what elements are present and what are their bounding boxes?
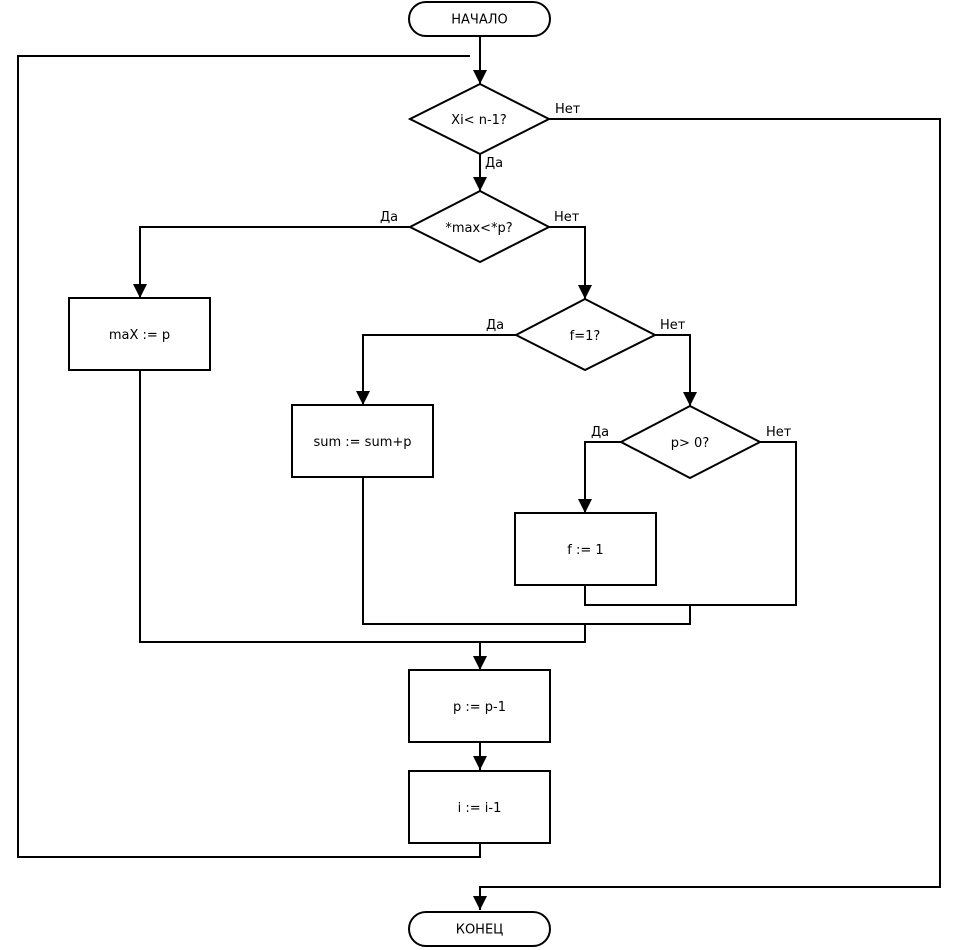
- end-terminal: [408, 911, 551, 947]
- assign-i-box: [408, 770, 551, 844]
- cond-x-label: Xi< n-1?: [451, 113, 507, 128]
- assign-i-label: i := i-1: [458, 801, 502, 816]
- cond-p-diamond: [618, 404, 763, 480]
- cond-p-label: p> 0?: [671, 436, 709, 451]
- cond-f1-no-label: Нет: [660, 318, 686, 333]
- node-cond-max: *max<*p?: [407, 189, 552, 264]
- cond-f1-yes-label: Да: [486, 318, 504, 333]
- node-cond-f1: f=1?: [513, 297, 658, 372]
- assign-max-box: [68, 297, 211, 371]
- flow-merge-sum: [139, 370, 586, 643]
- assign-max-label: maX := p: [109, 328, 170, 343]
- flow-cond-f1-no: [655, 334, 697, 406]
- cond-max-label: *max<*p?: [445, 221, 512, 236]
- flow-cond-x-no: [473, 118, 941, 910]
- assign-sum-box: [291, 404, 434, 478]
- node-assign-p: p := p-1: [408, 669, 551, 743]
- flow-cond-p-no: [584, 441, 797, 606]
- node-assign-i: i := i-1: [408, 770, 551, 844]
- assign-f-box: [514, 512, 657, 586]
- cond-f1-label: f=1?: [570, 329, 601, 344]
- node-assign-sum: sum := sum+p: [291, 404, 434, 478]
- flow-cond-f1-yes: [356, 334, 516, 405]
- cond-max-yes-label: Да: [380, 210, 398, 225]
- cond-p-yes-label: Да: [591, 425, 609, 440]
- assign-p-label: p := p-1: [453, 700, 506, 715]
- node-cond-p: p> 0?: [618, 404, 763, 480]
- cond-max-diamond: [407, 189, 552, 264]
- cond-p-no-label: Нет: [766, 425, 792, 440]
- flow-loop-back: [17, 55, 481, 858]
- edge-labels: Нет Да Да Нет Да Нет Да Нет: [380, 102, 792, 440]
- node-cond-x: Xi< n-1?: [407, 82, 552, 156]
- cond-x-no-label: Нет: [555, 102, 581, 117]
- flow-cond-max-no: [549, 226, 592, 299]
- node-assign-f: f := 1: [514, 512, 657, 586]
- assign-f-label: f := 1: [567, 543, 603, 558]
- node-assign-max: maX := p: [68, 297, 211, 371]
- cond-x-yes-label: Да: [485, 156, 503, 171]
- flow-merge-f: [362, 477, 691, 625]
- end-label: КОНЕЦ: [456, 923, 504, 938]
- connectors: [17, 36, 941, 910]
- cond-x-diamond: [407, 82, 552, 156]
- flow-cond-max-yes: [133, 226, 410, 298]
- flow-cond-p-yes: [578, 441, 621, 513]
- cond-max-no-label: Нет: [554, 210, 580, 225]
- node-end: КОНЕЦ: [408, 911, 551, 947]
- node-start: НАЧАЛО: [408, 1, 551, 37]
- start-terminal: [408, 1, 551, 37]
- assign-sum-label: sum := sum+p: [313, 435, 411, 450]
- start-label: НАЧАЛО: [451, 13, 507, 28]
- assign-p-box: [408, 669, 551, 743]
- cond-f1-diamond: [513, 297, 658, 372]
